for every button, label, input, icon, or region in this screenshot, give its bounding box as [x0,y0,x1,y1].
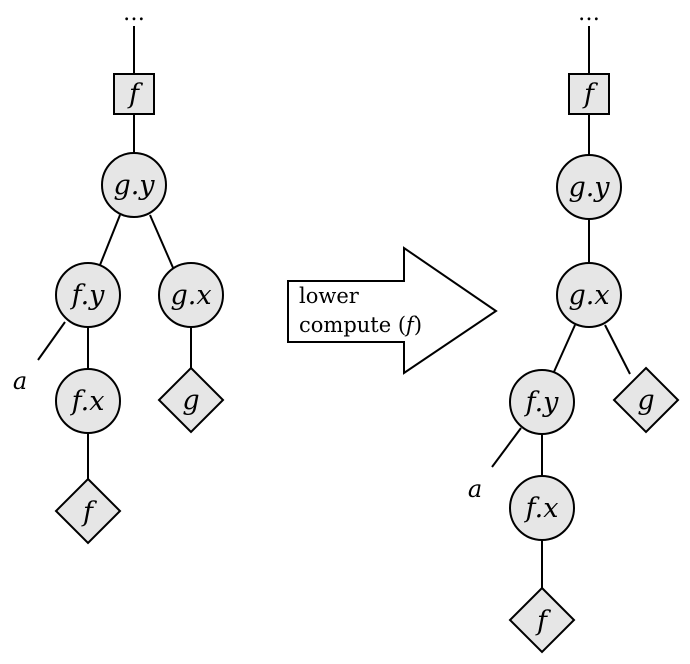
left-box-f-shape [113,73,155,115]
left-tree: … f g.y f.y g.x f.x g f a [13,1,225,545]
right-node-fy-shape [509,369,575,435]
right-node-gx-label: g.x [568,280,609,311]
right-leaf-f: f [508,586,576,654]
left-ellipsis: … [123,1,145,26]
left-edge-gy-to-gx [149,214,175,271]
right-tree: … f g.y g.x f.y g f.x f a [468,1,680,654]
right-node-gx-shape [556,262,622,328]
left-node-gy-label: g.y [113,170,155,201]
right-edge-fy-to-a [491,427,522,468]
left-node-gx: g.x [158,262,224,328]
left-node-fy-label: f.y [70,280,106,311]
right-leaf-g-label: g [637,385,654,416]
left-node-fx-label: f.x [70,386,105,417]
right-leaf-f-shape [508,586,576,654]
transform-arrow-shape [287,246,498,375]
right-free-label-a: a [468,475,482,503]
arrow-label-arg: f [404,313,417,337]
right-node-fy: f.y [509,369,575,435]
left-edge-gy-to-fy [97,214,121,271]
left-free-label-a: a [13,367,27,395]
left-leaf-g-label: g [182,385,199,416]
arrow-label-line2: compute (f) [299,313,422,337]
left-node-fy: f.y [55,262,121,328]
right-leaf-g: g [612,366,680,434]
right-node-gy-label: g.y [568,172,610,203]
right-box-f-shape [568,73,610,115]
transform-arrow: lower compute (f) [287,246,498,375]
right-box-f: f [568,73,610,115]
right-leaf-g-shape [612,366,680,434]
left-node-gx-label: g.x [170,280,211,311]
left-node-gy: g.y [101,152,167,218]
left-node-fx: f.x [55,368,121,434]
right-node-gy-shape [556,154,622,220]
right-node-fx: f.x [509,475,575,541]
right-node-fx-label: f.x [524,493,559,524]
left-node-fx-shape [55,368,121,434]
right-edge-gx-to-g [604,324,631,375]
right-edge-gx-to-fy [552,324,576,375]
right-node-fx-shape [509,475,575,541]
right-node-gx: g.x [556,262,622,328]
left-leaf-f-shape [54,477,122,545]
left-leaf-g-shape [157,366,225,434]
right-node-gy: g.y [556,154,622,220]
left-node-fy-shape [55,262,121,328]
left-node-gx-shape [158,262,224,328]
left-edge-fy-to-a [37,321,66,361]
arrow-label-suffix: ) [414,313,422,337]
left-leaf-f: f [54,477,122,545]
left-leaf-g: g [157,366,225,434]
right-ellipsis: … [578,1,600,26]
right-node-fy-label: f.y [524,387,560,418]
arrow-label-line1: lower [299,284,360,308]
left-node-gy-shape [101,152,167,218]
arrow-label-prefix: compute ( [299,313,406,337]
left-box-f: f [113,73,155,115]
